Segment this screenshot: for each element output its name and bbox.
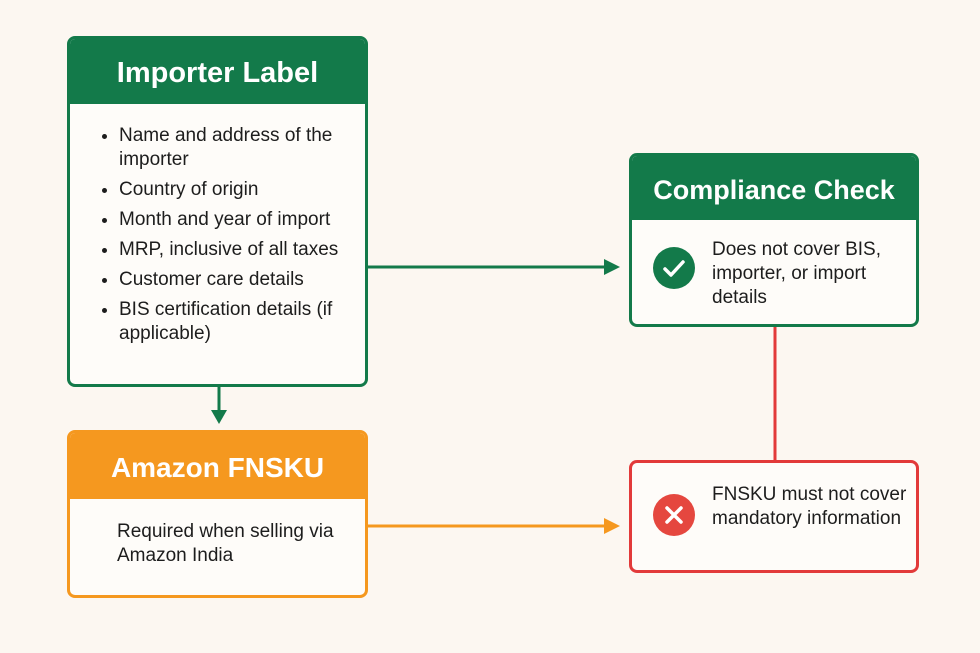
check-circle-icon xyxy=(653,247,695,289)
list-item: MRP, inclusive of all taxes xyxy=(102,238,365,262)
list-item: Name and address of the importer xyxy=(102,124,365,172)
importer-label-box: Importer Label Name and address of the i… xyxy=(67,36,368,387)
arrowhead-importer-to-compliance xyxy=(604,259,620,275)
compliance-check-body: Does not cover BIS, importer, or import … xyxy=(632,220,916,310)
x-circle-icon xyxy=(653,494,695,536)
compliance-check-box: Compliance Check Does not cover BIS, imp… xyxy=(629,153,919,327)
fnsku-warning-body: FNSKU must not cover mandatory informati… xyxy=(632,463,916,536)
list-item: Country of origin xyxy=(102,178,365,202)
arrowhead-amazon-to-fnsku xyxy=(604,518,620,534)
compliance-check-title: Compliance Check xyxy=(632,156,916,220)
list-item: Month and year of import xyxy=(102,208,365,232)
fnsku-warning-box: FNSKU must not cover mandatory informati… xyxy=(629,460,919,573)
amazon-fnsku-title: Amazon FNSKU xyxy=(70,433,365,499)
compliance-check-text: Does not cover BIS, importer, or import … xyxy=(712,239,881,308)
importer-label-list: Name and address of the importer Country… xyxy=(70,104,365,346)
amazon-fnsku-text: Required when selling via Amazon India xyxy=(117,521,334,566)
list-item: Customer care details xyxy=(102,268,365,292)
arrowhead-importer-to-amazon xyxy=(211,410,227,424)
amazon-fnsku-box: Amazon FNSKU Required when selling via A… xyxy=(67,430,368,598)
list-item: BIS certification details (if applicable… xyxy=(102,298,365,346)
importer-label-title: Importer Label xyxy=(70,39,365,104)
fnsku-warning-text: FNSKU must not cover mandatory informati… xyxy=(712,484,907,529)
